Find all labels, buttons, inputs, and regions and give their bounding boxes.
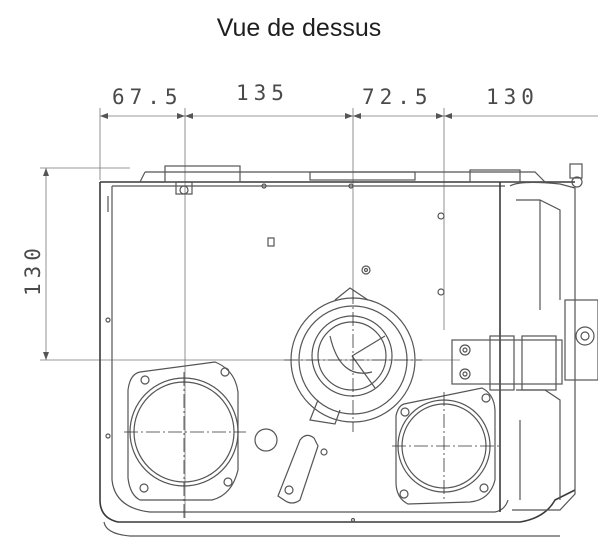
dimension-label-vertical-130: 130 (21, 243, 45, 296)
center-lines (124, 290, 500, 518)
drawing-title: Vue de dessus (216, 14, 382, 42)
dimension-label-130: 130 (486, 85, 539, 109)
device-body (99, 163, 583, 537)
vertical-dimension-lines (40, 167, 460, 361)
side-housing (499, 181, 598, 512)
dimension-label-72-5: 72.5 (362, 85, 433, 109)
sensor-port (254, 428, 328, 504)
bracket (451, 335, 563, 391)
fixing-points (105, 183, 445, 523)
dimension-label-67-5: 67.5 (112, 85, 183, 109)
left-duct-outlet (127, 361, 239, 501)
dimension-label-135: 135 (236, 81, 289, 105)
horizontal-dimension-lines (99, 108, 598, 518)
